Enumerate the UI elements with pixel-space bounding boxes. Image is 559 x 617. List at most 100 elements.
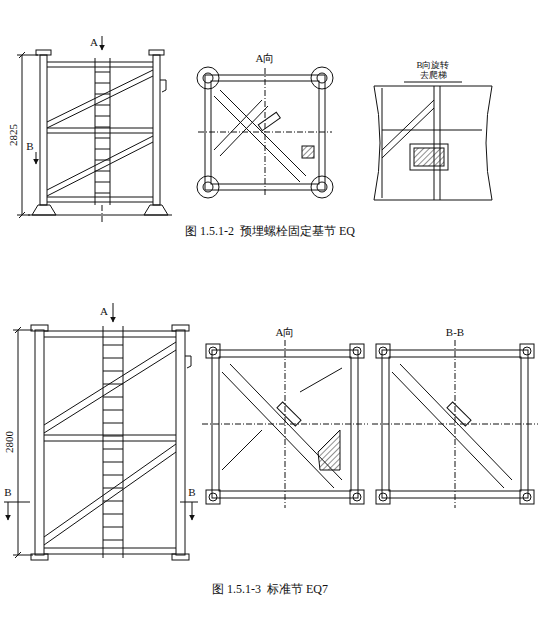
base-section-top-view-stroke <box>258 112 280 130</box>
standard-section-top-view <box>202 340 368 508</box>
dimension-line-stroke <box>19 52 25 58</box>
standard-section-cut-view-stroke <box>379 493 387 501</box>
dimension-line-stroke <box>19 212 25 218</box>
base-section-top-view-stroke <box>302 146 314 158</box>
standard-section-top-view-stroke <box>350 490 364 504</box>
standard-section-cut-view-stroke <box>379 347 387 355</box>
standard-section-elevation-stroke <box>35 330 44 555</box>
base-section-elevation-stroke <box>149 50 164 55</box>
base-section-top-view-stroke <box>311 176 333 198</box>
view-arrow-stroke <box>8 502 9 520</box>
standard-section-cut-view-stroke <box>376 344 390 358</box>
base-section-elevation-stroke <box>102 205 103 224</box>
view-arrow-stroke <box>180 502 198 503</box>
standard-section-cut-view-stroke <box>520 490 534 504</box>
base-section-side-view-stroke <box>374 86 492 200</box>
standard-section-elevation-stroke <box>176 330 185 555</box>
standard-section-top-view-stroke <box>222 430 262 470</box>
dimension-line-stroke <box>22 55 23 215</box>
standard-section-cut-view-stroke <box>400 364 512 480</box>
dimension-line <box>13 327 33 558</box>
base-section-elevation-stroke <box>160 80 166 92</box>
standard-section-cut-view-stroke <box>523 493 531 501</box>
standard-section-top-view-stroke <box>353 493 361 501</box>
base-section-top-view-stroke <box>317 182 327 192</box>
standard-section-top-view-stroke <box>230 364 342 480</box>
base-section-top-view-stroke <box>203 73 213 83</box>
dimension-line-stroke <box>13 330 33 331</box>
base-section-elevation-stroke <box>95 72 110 193</box>
base-section-elevation-stroke <box>47 70 153 122</box>
view-title: B向旋转 <box>415 61 450 71</box>
view-arrow-stroke <box>36 152 37 164</box>
dimension-line-stroke <box>17 215 30 216</box>
standard-section-elevation-stroke <box>44 331 176 332</box>
standard-section-cut-view-stroke <box>520 344 534 358</box>
view-arrow-stroke <box>4 502 30 503</box>
standard-section-elevation-stroke <box>44 554 176 555</box>
view-arrow <box>36 36 102 164</box>
view-letter: A <box>99 305 109 317</box>
figure-caption: 图 1.5.1-2 预埋螺栓固定基节 EQ <box>184 225 356 238</box>
base-section-elevation-stroke <box>144 205 168 215</box>
dimension-line-stroke <box>15 327 21 333</box>
standard-section-top-view-stroke <box>277 402 301 426</box>
base-section-elevation-stroke <box>95 58 96 205</box>
base-section-elevation-stroke <box>28 215 172 216</box>
standard-section-elevation-stroke <box>185 356 191 368</box>
standard-section-elevation-stroke <box>44 444 176 537</box>
dimension-line-stroke <box>15 552 21 558</box>
standard-section-top-view-stroke <box>318 430 340 470</box>
standard-section-top-view-stroke <box>202 424 368 425</box>
base-section-top-view-stroke <box>203 182 213 192</box>
standard-section-elevation <box>31 325 191 560</box>
standard-section-elevation-stroke <box>44 337 176 338</box>
standard-section-cut-view-stroke <box>447 402 471 426</box>
dimension-line-stroke <box>18 330 19 555</box>
base-section-top-view <box>197 67 333 198</box>
view-note: 去爬梯 <box>419 71 448 81</box>
base-section-side-view-stroke <box>440 86 441 200</box>
standard-section-elevation-stroke <box>44 441 176 442</box>
standard-section-top-view-stroke <box>209 347 217 355</box>
view-title: A向 <box>275 326 296 338</box>
standard-section-top-view-stroke <box>209 493 217 501</box>
view-arrow <box>4 303 198 520</box>
standard-section-cut-view-stroke <box>523 347 531 355</box>
base-section-elevation-stroke <box>47 62 153 63</box>
standard-section-elevation-stroke <box>31 554 48 560</box>
base-section-top-view-stroke <box>214 96 300 182</box>
standard-section-top-view-stroke <box>350 344 364 358</box>
standard-section-cut-view-stroke <box>392 372 504 488</box>
dimension-value: 2825 <box>7 123 19 147</box>
view-letter: B <box>187 486 196 498</box>
standard-section-cut-view-stroke <box>376 490 390 504</box>
standard-section-elevation-stroke <box>44 350 176 433</box>
base-section-elevation-stroke <box>32 205 56 215</box>
base-section-elevation-stroke <box>47 197 153 198</box>
standard-section-top-view-stroke <box>222 372 334 488</box>
technical-drawing-stroke <box>4 36 538 560</box>
view-arrow-stroke <box>102 36 103 50</box>
dimension-line <box>17 52 38 218</box>
base-section-elevation-stroke <box>153 55 160 205</box>
standard-section-top-view-stroke <box>206 344 220 358</box>
base-section-elevation-stroke <box>110 58 111 205</box>
standard-section-top-view-stroke <box>353 347 361 355</box>
base-section-side-view-stroke <box>404 82 462 83</box>
base-section-elevation-stroke <box>47 76 153 128</box>
view-arrow-stroke <box>113 303 114 322</box>
view-title: B-B <box>445 326 465 338</box>
base-section-side-view-stroke <box>382 130 482 131</box>
base-section-side-view-stroke <box>382 88 383 198</box>
base-section-top-view-stroke <box>214 100 262 150</box>
base-section-elevation-stroke <box>47 133 153 134</box>
base-section-top-view-stroke <box>198 132 332 133</box>
standard-section-elevation-stroke <box>123 326 124 558</box>
base-section-elevation-stroke <box>47 142 153 196</box>
base-section-top-view-stroke <box>197 67 219 89</box>
dimension-line-stroke <box>13 555 33 556</box>
base-section-side-view-stroke <box>434 86 435 200</box>
standard-section-elevation-stroke <box>31 325 48 331</box>
